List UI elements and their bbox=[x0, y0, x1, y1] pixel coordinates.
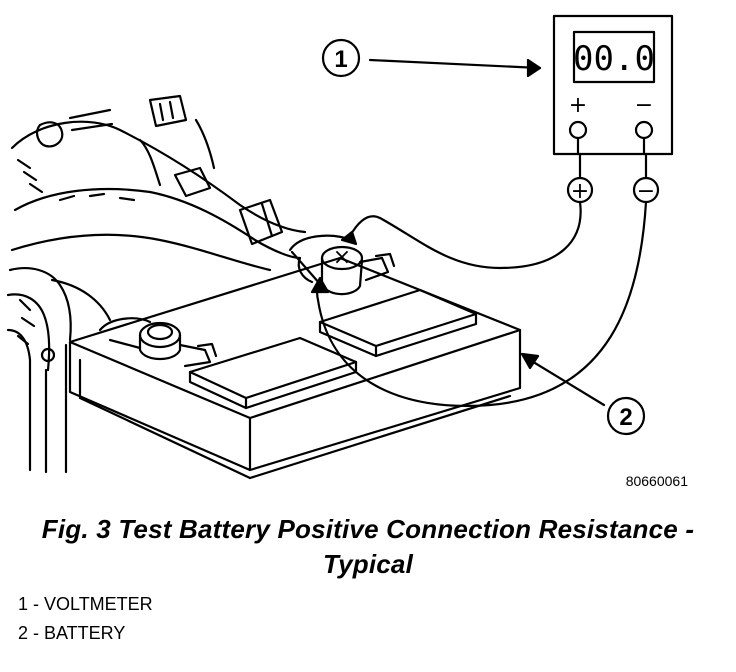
battery-test-diagram: 00.0 + − + − × 1 2 80660061 bbox=[6, 14, 689, 489]
meter-minus-label: − bbox=[635, 93, 653, 118]
negative-terminal bbox=[98, 317, 218, 368]
legend-item-battery: 2 - BATTERY bbox=[18, 623, 126, 643]
voltmeter bbox=[552, 14, 674, 156]
figure-caption-line2: Typical bbox=[322, 549, 414, 579]
wiring-harness bbox=[10, 94, 307, 272]
meter-plus-label: + bbox=[569, 93, 587, 118]
callout-leaders bbox=[321, 38, 646, 436]
figure-id: 80660061 bbox=[626, 473, 689, 489]
probe-minus-label: − bbox=[637, 179, 655, 204]
test-leads bbox=[310, 152, 660, 407]
ground-cable bbox=[6, 267, 112, 474]
probe-plus-label: + bbox=[571, 179, 589, 204]
meter-display: 00.0 bbox=[573, 39, 655, 79]
figure-caption-line1: Fig. 3 Test Battery Positive Connection … bbox=[41, 514, 695, 544]
callout-1: 1 bbox=[334, 46, 347, 73]
terminal-mark: × bbox=[333, 245, 351, 270]
callout-2: 2 bbox=[619, 404, 632, 431]
legend-item-voltmeter: 1 - VOLTMETER bbox=[18, 594, 153, 614]
battery-case bbox=[68, 256, 522, 480]
